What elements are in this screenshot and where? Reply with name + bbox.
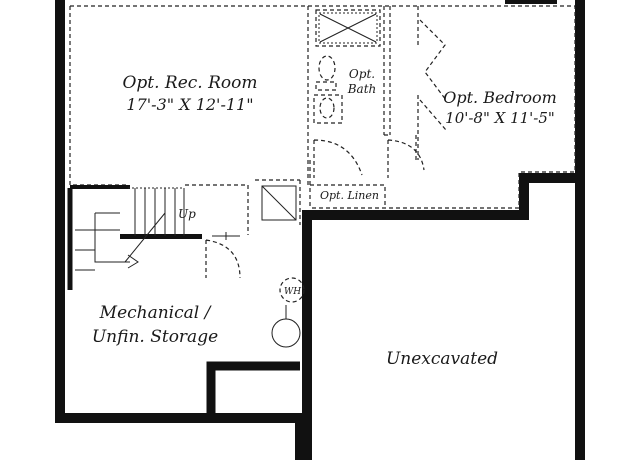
notch-wall	[206, 361, 300, 418]
bath-tub-x	[319, 13, 377, 43]
mechanical-label-line2: Unfin. Storage	[92, 327, 218, 347]
bedroom-name: Opt. Bedroom	[443, 88, 557, 107]
outer-wall	[55, 0, 305, 460]
linen-closet	[309, 160, 386, 208]
toilet-icon	[318, 55, 336, 81]
bath-label-line2: Bath	[347, 82, 377, 96]
mech-wall-dash	[255, 179, 301, 225]
sump-pit-icon	[271, 318, 301, 348]
chase-diagonal	[261, 185, 297, 221]
closet-door-zigzag	[419, 19, 447, 131]
bath-tub	[315, 9, 381, 47]
bath-door-swing	[313, 139, 363, 178]
bath-bedroom-outline	[307, 5, 576, 209]
stair-tick	[212, 232, 240, 240]
stair-outer	[70, 185, 130, 189]
sink-icon	[319, 97, 335, 119]
linen-door-swing	[387, 139, 425, 178]
mechanical-label-line1: Mechanical /	[99, 303, 213, 323]
bath-tub-inner	[318, 12, 378, 44]
water-heater-icon	[279, 277, 305, 303]
bedroom-partition	[415, 6, 419, 160]
chase-box	[261, 185, 297, 221]
top-right-fixture	[505, 0, 557, 4]
mech-door-swing	[205, 239, 241, 279]
vanity	[313, 94, 343, 124]
outer-wall-right	[302, 0, 585, 460]
stair-up-arrow	[124, 212, 166, 269]
stair-treads	[75, 187, 185, 271]
bath-partition	[383, 6, 391, 136]
stairs-up-label: Up	[178, 207, 196, 221]
bath-label-line1: Opt.	[349, 67, 375, 81]
rec-room-name: Opt. Rec. Room	[122, 73, 257, 93]
linen-label: Opt. Linen	[320, 189, 379, 202]
rec-room-dims: 17'-3" X 12'-11"	[126, 95, 253, 114]
toilet-tank	[315, 81, 337, 91]
unexcavated-label: Unexcavated	[386, 349, 498, 369]
rec-room-outline	[69, 5, 308, 235]
water-heater-label: WH	[284, 287, 301, 297]
stair-landing	[120, 234, 202, 239]
bedroom-dims: 10'-8" X 11'-5"	[445, 109, 555, 127]
